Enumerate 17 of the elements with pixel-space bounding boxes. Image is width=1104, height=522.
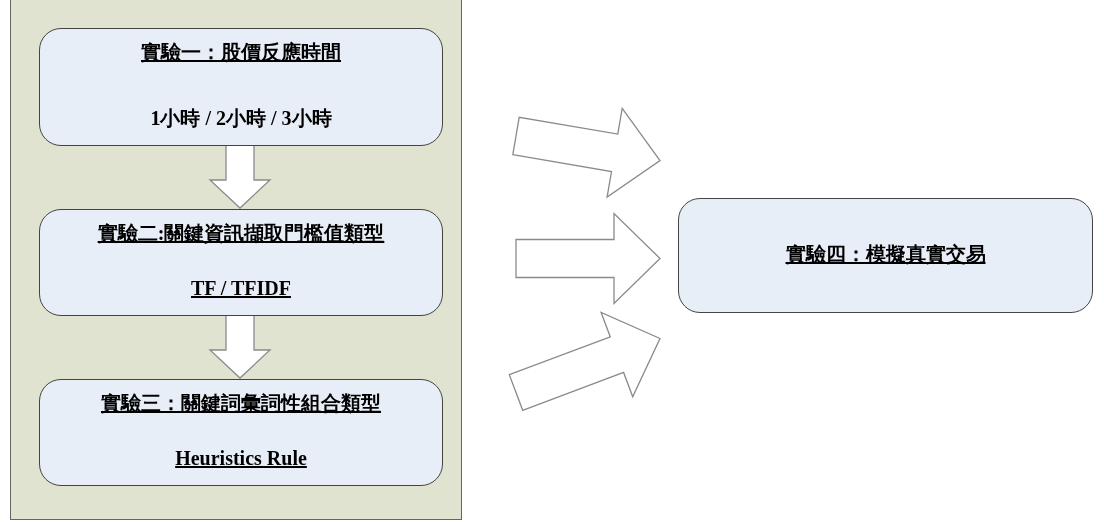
block-arrow: [508, 311, 661, 412]
box-subtitle: TF / TFIDF: [191, 276, 291, 301]
box-title: 實驗四：模擬真實交易: [785, 241, 986, 267]
block-arrow: [512, 106, 661, 199]
box-title: 實驗三：關鍵詞彙詞性組合類型: [101, 391, 381, 416]
box-subtitle: 1小時 / 2小時 / 3小時: [150, 106, 332, 131]
box-title: 實驗一：股價反應時間: [141, 40, 341, 65]
box-subtitle: Heuristics Rule: [175, 446, 307, 471]
process-box: [39, 209, 443, 316]
box-title: 實驗二:關鍵資訊擷取門檻值類型: [97, 221, 385, 246]
process-box: [39, 379, 443, 486]
process-box: [39, 28, 443, 146]
process-box: [678, 198, 1093, 313]
block-arrow: [515, 211, 661, 306]
block-arrow: [208, 144, 272, 209]
block-arrow: [208, 314, 272, 379]
group-panel: [10, 0, 462, 520]
